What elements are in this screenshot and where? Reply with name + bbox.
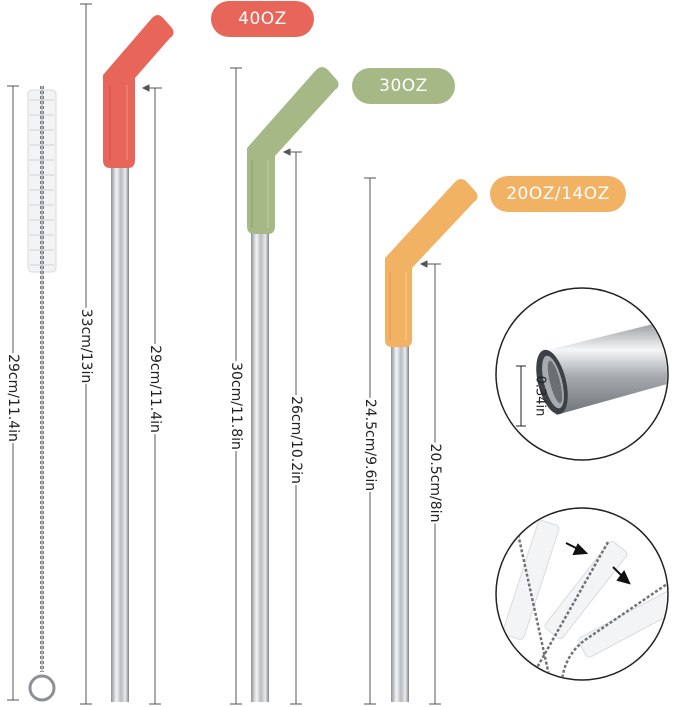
straw-20oz: [385, 179, 478, 702]
straw-40oz: [103, 15, 174, 702]
straw-40oz-length-label: 33cm/13in: [76, 307, 96, 385]
badge-40oz: 40OZ: [211, 1, 314, 37]
straw-40oz-metal-label: 29cm/11.4in: [145, 344, 165, 434]
straw-30oz-length-label: 30cm/11.8in: [226, 361, 246, 451]
straw-20oz-length-label: 24.5cm/9.6in: [360, 397, 380, 493]
straw-20oz-metal-label: 20.5cm/8in: [425, 442, 445, 524]
brush-length-label: 29cm/11.4in: [3, 353, 23, 443]
straw-diameter-detail: [495, 287, 669, 461]
badge-20oz-14oz: 20OZ/14OZ: [490, 176, 626, 212]
straw-30oz: [247, 67, 339, 702]
cleaning-brush: [27, 86, 57, 702]
straw-30oz-metal-label: 26cm/10.2in: [286, 395, 306, 485]
diameter-label: 0.34in: [532, 375, 548, 417]
brush-detail: [495, 507, 669, 681]
badge-30oz: 30OZ: [352, 68, 455, 104]
